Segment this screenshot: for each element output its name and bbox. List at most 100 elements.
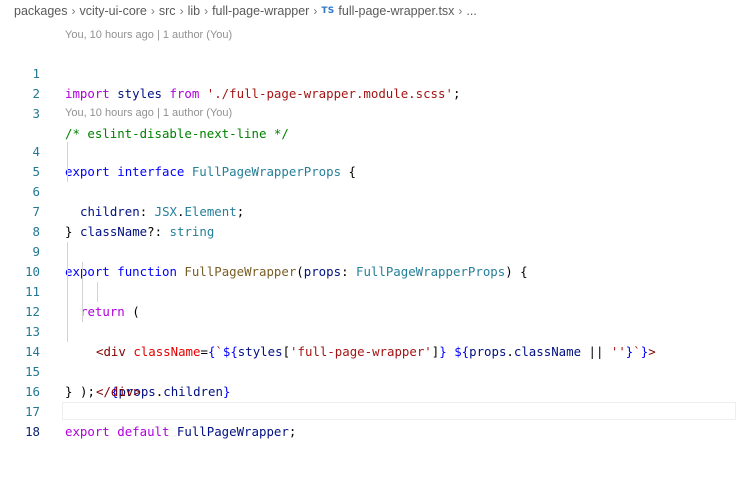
- token: props: [469, 344, 507, 359]
- code-line[interactable]: 2: [0, 64, 736, 101]
- token: }: [625, 344, 634, 359]
- current-line-highlight: [62, 402, 736, 420]
- token: (: [124, 304, 140, 319]
- token: >: [648, 344, 656, 359]
- code-content: import styles from './full-page-wrapper.…: [65, 84, 460, 104]
- token: '': [610, 344, 626, 359]
- breadcrumb-item-packages[interactable]: packages: [14, 4, 68, 18]
- code-line[interactable]: 1 import styles from './full-page-wrappe…: [0, 44, 736, 101]
- indent-guide: [82, 262, 83, 282]
- chevron-right-icon: ›: [179, 4, 184, 18]
- blame-annotation[interactable]: You, 10 hours ago | 1 author (You): [65, 107, 233, 119]
- chevron-right-icon: ›: [313, 4, 318, 18]
- code-content: children: JSX.Element;: [80, 202, 244, 222]
- token: ;: [452, 86, 461, 101]
- line-number: 12: [25, 304, 40, 319]
- token: :: [341, 264, 356, 279]
- breadcrumb-item-symbols[interactable]: ...: [466, 4, 477, 18]
- code-line[interactable]: 17 export default FullPageWrapper;: [0, 382, 736, 439]
- line-number: 10: [25, 264, 40, 279]
- code-content: {props.children}: [111, 382, 230, 402]
- token: }: [222, 384, 231, 399]
- code-line[interactable]: 5 children: JSX.Element;: [0, 142, 736, 219]
- code-line[interactable]: 16: [0, 362, 736, 399]
- indent-guide: [97, 282, 98, 302]
- code-line[interactable]: 3 /* eslint-disable-next-line */: [0, 84, 736, 141]
- token: =: [200, 344, 208, 359]
- code-content: }: [65, 222, 72, 242]
- token: import: [65, 86, 110, 101]
- token: children: [163, 384, 223, 399]
- code-line[interactable]: 9 export function FullPageWrapper(props:…: [0, 222, 736, 279]
- token: from: [169, 86, 200, 101]
- code-content: export function FullPageWrapper(props: F…: [65, 262, 528, 282]
- code-line[interactable]: 10 return (: [0, 242, 736, 319]
- token: className: [133, 344, 201, 359]
- token: children: [80, 204, 140, 219]
- token: {: [341, 164, 356, 179]
- line-number: 8: [32, 224, 40, 239]
- code-line[interactable]: 7 }: [0, 182, 736, 239]
- token: 'full-page-wrapper': [290, 344, 432, 359]
- code-line[interactable]: 8: [0, 202, 736, 239]
- code-editor[interactable]: You, 10 hours ago | 1 author (You) 1 imp…: [0, 26, 736, 439]
- code-line[interactable]: 15 }: [0, 342, 736, 399]
- token: props: [303, 264, 342, 279]
- chevron-right-icon: ›: [204, 4, 209, 18]
- token: }: [439, 344, 447, 359]
- token: className: [80, 224, 148, 239]
- token: }: [65, 224, 73, 239]
- token: </: [96, 384, 111, 399]
- indent-guide: [67, 242, 68, 262]
- token: className: [513, 344, 582, 359]
- breadcrumb-item-file[interactable]: full-page-wrapper.tsx: [338, 4, 455, 18]
- token: (: [296, 264, 304, 279]
- code-content: /* eslint-disable-next-line */: [65, 124, 289, 144]
- token: export: [65, 264, 110, 279]
- indent-guide: [82, 302, 83, 322]
- line-number: 5: [32, 164, 40, 179]
- code-line-current[interactable]: 18: [0, 402, 736, 439]
- code-content: export default FullPageWrapper;: [65, 422, 296, 442]
- token: ;: [288, 424, 297, 439]
- code-line[interactable]: 11 <div className={`${styles['full-page-…: [0, 262, 736, 359]
- indent-guide: [67, 142, 68, 162]
- breadcrumb-item-vcity-ui-core[interactable]: vcity-ui-core: [79, 4, 147, 18]
- token: .: [506, 344, 514, 359]
- breadcrumb-item-src[interactable]: src: [158, 4, 176, 18]
- token: props: [118, 384, 156, 399]
- code-line[interactable]: 14 );: [0, 322, 736, 399]
- line-number: 2: [32, 86, 40, 101]
- token: .: [155, 384, 164, 399]
- breadcrumb-item-lib[interactable]: lib: [187, 4, 201, 18]
- token: styles: [109, 86, 170, 101]
- token: >: [133, 384, 141, 399]
- code-line[interactable]: 4 export interface FullPageWrapperProps …: [0, 122, 736, 179]
- token: <: [96, 344, 104, 359]
- line-number: 9: [32, 244, 40, 259]
- code-line[interactable]: 6 className?: string: [0, 162, 736, 239]
- token: div: [103, 344, 126, 359]
- token: ||: [581, 344, 611, 359]
- token: [169, 424, 176, 439]
- code-content: );: [80, 382, 95, 402]
- indent-guide: [67, 262, 68, 282]
- token: FullPageWrapperProps: [356, 264, 506, 279]
- token: [: [282, 344, 291, 359]
- indent-guide: [67, 282, 68, 302]
- token: styles: [237, 344, 283, 359]
- token: /* eslint-disable-next-line */: [65, 126, 289, 141]
- code-content: return (: [80, 302, 140, 322]
- token: `: [633, 344, 641, 359]
- blame-annotation[interactable]: You, 10 hours ago | 1 author (You): [65, 29, 233, 41]
- breadcrumb-item-full-page-wrapper[interactable]: full-page-wrapper: [212, 4, 310, 18]
- code-line[interactable]: 12 {props.children}: [0, 282, 736, 399]
- line-number: 14: [25, 344, 40, 359]
- token: return: [80, 304, 125, 319]
- token: `: [215, 344, 223, 359]
- token: export: [65, 424, 110, 439]
- indent-guide: [67, 322, 68, 342]
- token: }: [65, 384, 73, 399]
- code-line[interactable]: 13 </div>: [0, 302, 736, 399]
- token: JSX: [154, 204, 177, 219]
